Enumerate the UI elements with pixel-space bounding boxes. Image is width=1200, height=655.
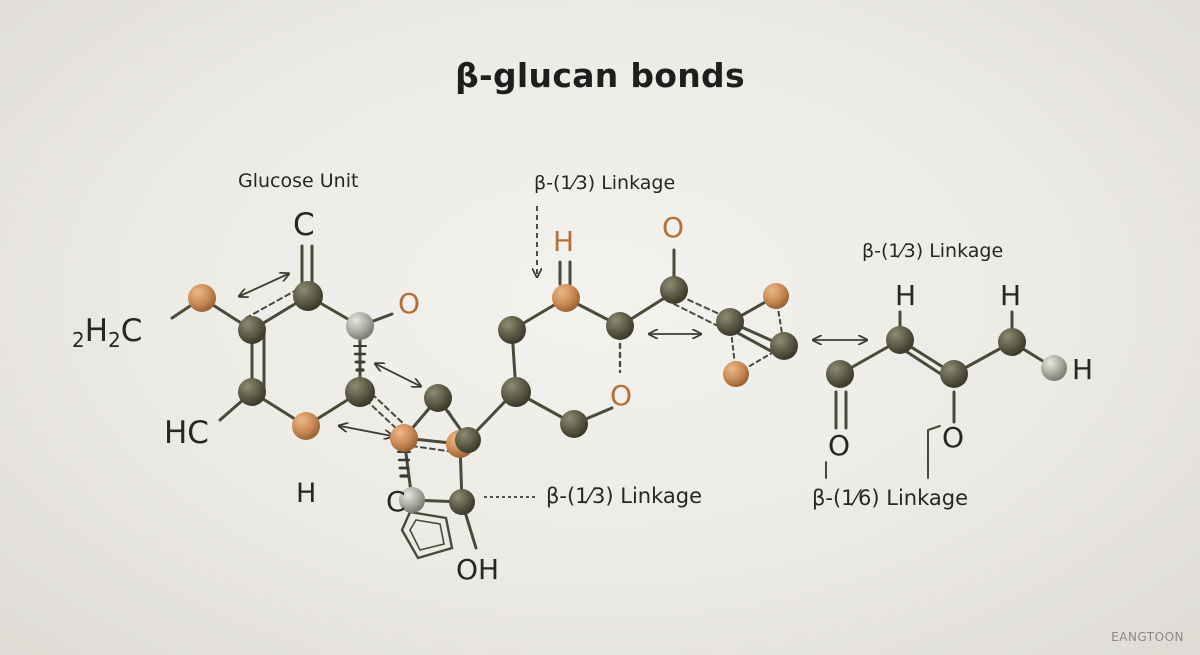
- atom-sphere-c-15: [606, 312, 634, 340]
- watermark: EANGTOON: [1111, 630, 1184, 644]
- linkage-pointers: [484, 206, 538, 498]
- atom-sphere-c-25: [940, 360, 968, 388]
- h2c-prefix: 2: [72, 328, 85, 352]
- atom-spheres: [188, 276, 1067, 515]
- atom-sphere-h-27: [1041, 355, 1067, 381]
- atom-sphere-o-14: [552, 284, 580, 312]
- atom-label-h2c: 2H2C: [72, 313, 143, 352]
- atom-label-h-right-1: H: [895, 279, 917, 312]
- atom-sphere-c-18: [660, 276, 688, 304]
- h2c-c: C: [120, 313, 143, 349]
- atom-sphere-c-0: [238, 316, 266, 344]
- atom-sphere-o-8: [390, 424, 418, 452]
- atom-label-h-bottom-left: H: [296, 478, 317, 509]
- atom-sphere-c-12: [449, 489, 475, 515]
- atom-sphere-c-24: [886, 326, 914, 354]
- label-glucose-unit: Glucose Unit: [238, 170, 359, 192]
- atom-sphere-c-19: [716, 308, 744, 336]
- h2c-subscript: 2: [108, 328, 121, 352]
- label-linkage-1-3-bottom: β-(1⁄3) Linkage: [546, 484, 703, 508]
- atom-label-h-right-2: H: [1000, 279, 1022, 312]
- atom-sphere-c-13: [498, 316, 526, 344]
- atom-sphere-o-22: [723, 361, 749, 387]
- h2c-h: H: [84, 313, 109, 349]
- label-linkage-1-3-top: β-(1⁄3) Linkage: [534, 172, 676, 194]
- atom-sphere-c-7: [424, 384, 452, 412]
- atom-label-o-bottom-right-2: O: [942, 421, 965, 454]
- atom-label-o-top-mid: O: [662, 211, 685, 244]
- atom-sphere-o-5: [188, 284, 216, 312]
- atom-sphere-c-1: [293, 281, 323, 311]
- atom-sphere-c-2: [345, 377, 375, 407]
- atom-sphere-c-3: [238, 378, 266, 406]
- atom-sphere-c-17: [560, 410, 588, 438]
- atom-sphere-c-10: [455, 427, 481, 453]
- atom-label-o-ring-mid: O: [610, 379, 633, 412]
- atom-sphere-c-23: [826, 360, 854, 388]
- diagram-title: β-glucan bonds: [455, 56, 745, 95]
- atom-sphere-h-6: [346, 312, 374, 340]
- atom-label-oh: OH: [456, 553, 500, 586]
- atom-sphere-c-16: [501, 377, 531, 407]
- atom-label-hc: HC: [164, 415, 209, 451]
- atom-label-o-bottom-right-1: O: [828, 429, 851, 462]
- atom-label-h-mid: H: [553, 225, 575, 258]
- atom-label-c-top: C: [293, 207, 315, 243]
- atom-label-c-lower: C: [386, 485, 406, 518]
- label-linkage-1-6: β-(1⁄6) Linkage: [812, 486, 969, 510]
- atom-sphere-h-11: [399, 487, 425, 513]
- atom-sphere-c-21: [770, 332, 798, 360]
- label-linkage-1-3-right: β-(1⁄3) Linkage: [862, 240, 1004, 262]
- bond-arrows: [240, 274, 866, 436]
- atom-label-o-left-ring: O: [398, 287, 421, 320]
- atom-sphere-c-26: [998, 328, 1026, 356]
- atom-sphere-o-20: [763, 283, 789, 309]
- atom-sphere-o-4: [292, 412, 320, 440]
- atom-label-h-far-right: H: [1072, 353, 1094, 386]
- stereo-hash-bonds: [353, 345, 411, 478]
